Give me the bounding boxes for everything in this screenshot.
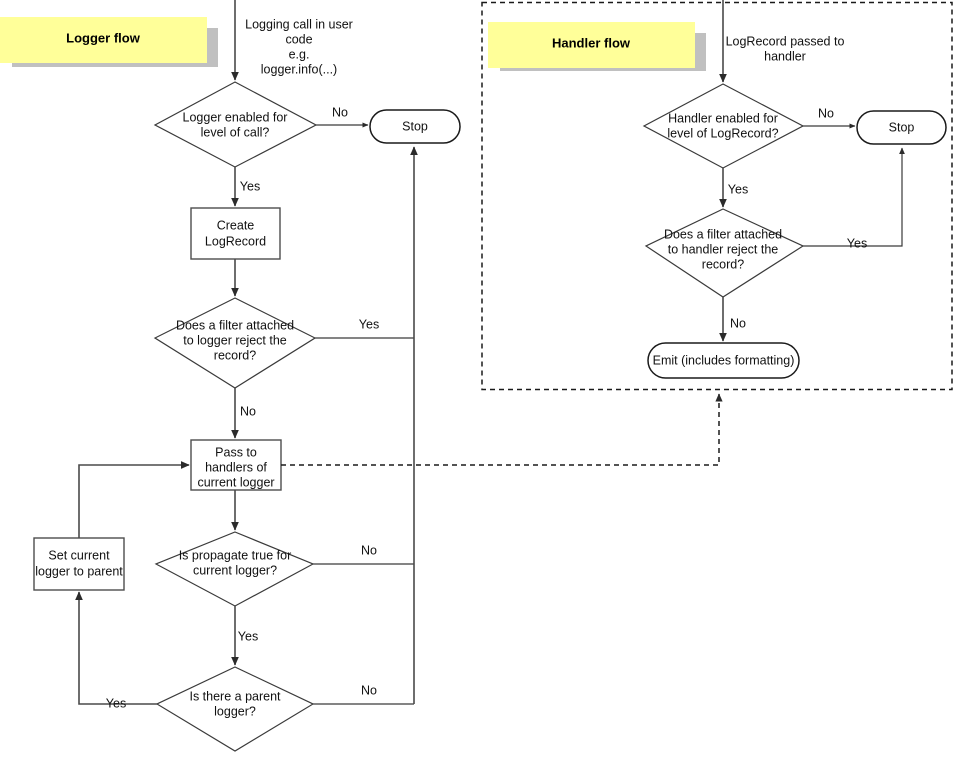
edge-set-parent-to-pass	[78, 461, 190, 538]
emit-shape	[647, 342, 800, 379]
edge-parent-yes	[75, 591, 157, 705]
node-logger-enabled: Logger enabled for level of call?	[153, 81, 318, 168]
edge-label-propagate-no: No	[361, 543, 377, 557]
edge-handler-filter-yes	[803, 147, 905, 247]
node-handler-filter: Does a filter attached to handler reject…	[644, 208, 805, 298]
pass-to-handlers-line-2: handlers of	[205, 460, 267, 474]
has-parent-line-2: logger?	[214, 704, 256, 718]
handler-enabled-line-1: Handler enabled for	[668, 111, 778, 125]
is-propagate-line-1: Is propagate true for	[179, 548, 292, 562]
logger-flow-label-card	[0, 17, 207, 63]
edge-label-logger-enabled-no: No	[332, 105, 348, 119]
node-is-propagate: Is propagate true for current logger?	[154, 531, 315, 607]
handler-filter-line-1: Does a filter attached	[664, 227, 782, 241]
handler-flow-region	[481, 1, 953, 391]
node-logger-stop: Stop	[369, 109, 461, 144]
edge-label-logger-filter-yes: Yes	[359, 317, 379, 331]
handler-filter-line-3: record?	[702, 257, 744, 271]
logger-entry-annotation: Logging call in user code e.g. logger.in…	[245, 17, 353, 76]
logger-flow-label: Logger flow	[0, 17, 218, 67]
logger-flow-label-text: Logger flow	[66, 30, 141, 45]
edge-pass-to-handler-flow	[281, 393, 723, 466]
has-parent-line-1: Is there a parent	[189, 689, 281, 703]
node-create-logrecord: Create LogRecord	[190, 207, 281, 260]
edge-label-handler-filter-yes: Yes	[847, 236, 867, 250]
logger-filter-line-2: to logger reject the	[183, 333, 287, 347]
edge-label-logger-filter-no: No	[240, 404, 256, 418]
node-handler-stop: Stop	[856, 110, 947, 145]
node-logger-filter: Does a filter attached to logger reject …	[153, 297, 317, 389]
handler-enabled-line-2: level of LogRecord?	[667, 126, 778, 140]
edge-label-handler-filter-no: No	[730, 316, 746, 330]
logger-filter-line-3: record?	[214, 348, 256, 362]
node-pass-to-handlers: Pass to handlers of current logger	[190, 439, 282, 491]
handler-entry-line-1: LogRecord passed to	[726, 34, 845, 48]
logger-stop-label: Stop	[402, 119, 428, 133]
logger-entry-line-1: Logging call in user	[245, 17, 353, 31]
create-logrecord-line-2: LogRecord	[205, 234, 266, 248]
edge-label-propagate-yes: Yes	[238, 629, 258, 643]
is-propagate-line-2: current logger?	[193, 563, 277, 577]
has-parent-shape	[155, 666, 315, 752]
logger-enabled-line-2: level of call?	[201, 125, 270, 139]
logger-stop-shape	[369, 109, 461, 144]
emit-label: Emit (includes formatting)	[653, 353, 795, 367]
logger-entry-line-2: code	[285, 32, 312, 46]
set-parent-line-1: Set current	[48, 548, 110, 562]
handler-stop-label: Stop	[889, 120, 915, 134]
create-logrecord-line-1: Create	[217, 218, 255, 232]
edge-label-parent-no: No	[361, 683, 377, 697]
pass-to-handlers-line-1: Pass to	[215, 445, 257, 459]
node-set-parent: Set current logger to parent	[33, 537, 125, 591]
logger-filter-line-1: Does a filter attached	[176, 318, 294, 332]
handler-filter-line-2: to handler reject the	[668, 242, 779, 256]
handler-flow-label-text: Handler flow	[552, 35, 631, 50]
set-parent-line-2: logger to parent	[35, 564, 123, 578]
logger-entry-code: logger.info(...)	[261, 62, 337, 76]
logger-entry-line-3: e.g.	[289, 47, 310, 61]
node-emit: Emit (includes formatting)	[647, 342, 800, 379]
handler-stop-shape	[856, 110, 947, 145]
edge-label-parent-yes: Yes	[106, 696, 126, 710]
edge-label-handler-enabled-no: No	[818, 106, 834, 120]
set-parent-shape	[33, 537, 125, 591]
edge-label-logger-enabled-yes: Yes	[240, 179, 260, 193]
pass-to-handlers-line-3: current logger	[197, 475, 274, 489]
handler-flow-label: Handler flow	[488, 22, 706, 71]
edge-label-handler-enabled-yes: Yes	[728, 182, 748, 196]
node-handler-enabled: Handler enabled for level of LogRecord?	[642, 83, 805, 169]
logger-enabled-line-1: Logger enabled for	[183, 110, 288, 124]
handler-entry-annotation: LogRecord passed to handler	[726, 34, 845, 63]
handler-entry-line-2: handler	[764, 49, 806, 63]
node-has-parent: Is there a parent logger?	[155, 666, 315, 752]
handler-flow-label-card	[488, 22, 695, 68]
